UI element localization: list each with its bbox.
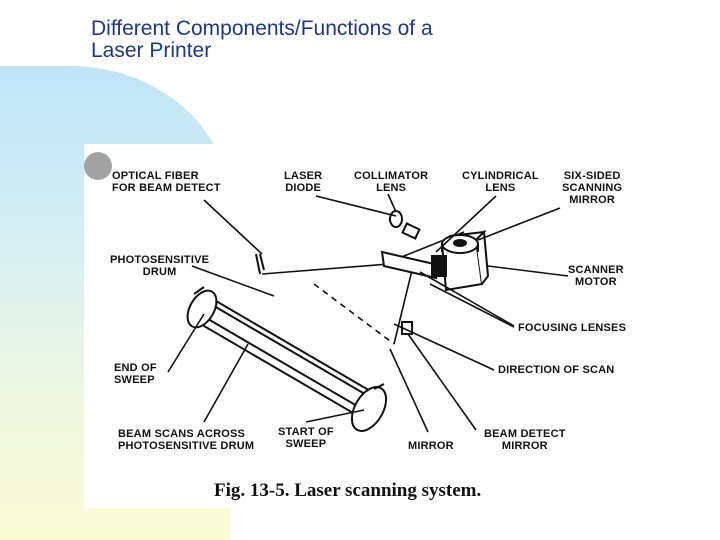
laser-beam-paths xyxy=(261,231,465,345)
figure-caption: Fig. 13-5. Laser scanning system. xyxy=(214,480,482,501)
label-optical-fiber-line-1: OPTICAL FIBER xyxy=(112,170,199,182)
slide-title: Different Components/Functions of a Lase… xyxy=(91,18,611,62)
label-end-of-sweep: END OF SWEEP xyxy=(114,362,157,386)
laser-scanning-diagram xyxy=(84,152,569,433)
label-start-of-sweep: START OF SWEEP xyxy=(278,426,334,450)
label-six-sided-mirror-line-1: SIX-SIDED xyxy=(563,170,621,182)
cylindrical-lens-shape xyxy=(380,250,438,280)
photosensitive-drum-shape xyxy=(186,286,388,432)
label-cylindrical-lens-line-1: CYLINDRICAL xyxy=(462,170,539,182)
label-collimator-lens: COLLIMATOR LENS xyxy=(354,170,428,194)
label-scanner-motor-line-2: MOTOR xyxy=(575,276,617,288)
label-optical-fiber: OPTICAL FIBER FOR BEAM DETECT xyxy=(112,170,221,194)
six-sided-mirror-shape xyxy=(441,234,479,254)
label-end-of-sweep-line-1: END OF xyxy=(114,362,157,374)
label-mirror: MIRROR xyxy=(408,440,454,452)
label-optical-fiber-line-2: FOR BEAM DETECT xyxy=(112,182,221,194)
laser-scanning-figure: OPTICAL FIBER FOR BEAM DETECT LASER DIOD… xyxy=(84,144,644,508)
label-collimator-lens-line-1: COLLIMATOR xyxy=(354,170,429,182)
label-laser-diode-line-2: DIODE xyxy=(285,182,322,194)
label-focusing-lenses: FOCUSING LENSES xyxy=(518,322,627,334)
label-laser-diode-line-1: LASER xyxy=(284,170,323,182)
label-six-sided-mirror-line-2: SCANNING xyxy=(562,182,623,194)
torn-corner-mark xyxy=(84,152,112,180)
label-start-of-sweep-line-1: START OF xyxy=(278,426,334,438)
optical-fiber-shape xyxy=(255,253,265,275)
label-scanner-motor: SCANNER MOTOR xyxy=(568,264,624,288)
label-beam-scans-line-2: PHOTOSENSITIVE DRUM xyxy=(118,440,255,452)
label-cylindrical-lens: CYLINDRICAL LENS xyxy=(462,170,539,194)
label-start-of-sweep-line-2: SWEEP xyxy=(285,438,327,450)
label-scanner-motor-line-1: SCANNER xyxy=(568,264,624,276)
leader-lines xyxy=(167,193,569,433)
label-beam-detect-mirror-line-2: MIRROR xyxy=(501,440,548,452)
label-laser-diode: LASER DIODE xyxy=(284,170,322,194)
label-end-of-sweep-line-2: SWEEP xyxy=(114,374,155,386)
label-direction-of-scan: DIRECTION OF SCAN xyxy=(498,364,615,376)
slide-title-line-2: Laser Printer xyxy=(91,39,212,62)
label-cylindrical-lens-line-2: LENS xyxy=(485,182,516,194)
label-collimator-lens-line-2: LENS xyxy=(376,182,407,194)
label-beam-detect-mirror: BEAM DETECT MIRROR xyxy=(484,428,566,452)
label-photosensitive-drum: PHOTOSENSITIVE DRUM xyxy=(110,254,209,278)
slide-title-line-1: Different Components/Functions of a xyxy=(91,17,433,40)
label-six-sided-mirror-line-3: MIRROR xyxy=(569,194,616,206)
label-beam-detect-mirror-line-1: BEAM DETECT xyxy=(484,428,566,440)
label-photosensitive-drum-line-2: DRUM xyxy=(142,266,177,278)
label-six-sided-mirror: SIX-SIDED SCANNING MIRROR xyxy=(562,170,622,206)
label-beam-scans-line-1: BEAM SCANS ACROSS xyxy=(118,428,246,440)
label-photosensitive-drum-line-1: PHOTOSENSITIVE xyxy=(110,254,210,266)
label-beam-scans: BEAM SCANS ACROSS PHOTOSENSITIVE DRUM xyxy=(118,428,254,452)
